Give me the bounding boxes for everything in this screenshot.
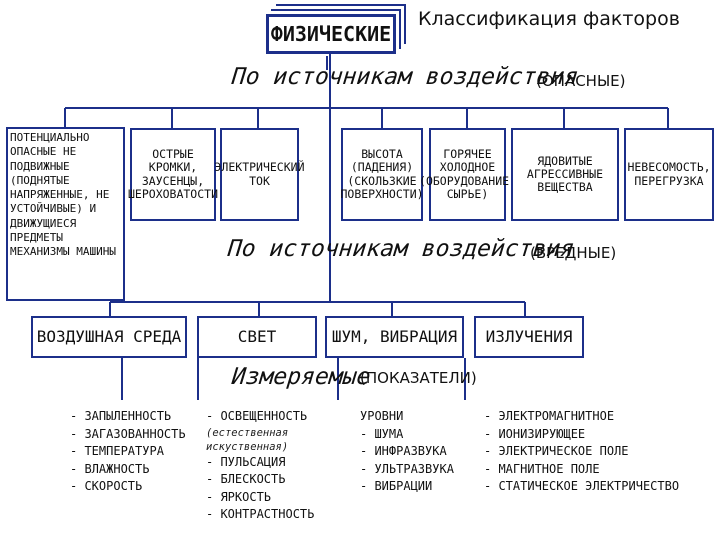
harmful-box-radiation: ИЗЛУЧЕНИЯ bbox=[474, 316, 584, 358]
page-title: Классификация факторов bbox=[418, 8, 680, 30]
dangerous-box-weightlessness: НЕВЕСОМОСТЬ, ПЕРЕГРУЗКА bbox=[624, 128, 714, 221]
list-item: - ИОНИЗИРУЮЩЕЕ bbox=[484, 426, 586, 441]
dangerous-box-moving-objects: ПОТЕНЦИАЛЬНО ОПАСНЫЕ НЕ ПОДВИЖНЫЕ (ПОДНЯ… bbox=[6, 127, 125, 301]
list-item: - СТАТИЧЕСКОЕ ЭЛЕКТРИЧЕСТВО bbox=[484, 479, 680, 493]
list-item: - БЛЕСКОСТЬ bbox=[206, 472, 286, 486]
harmful-box-air: ВОЗДУШНАЯ СРЕДА bbox=[31, 316, 187, 358]
heading-measured-tag: (ПОКАЗАТЕЛИ) bbox=[360, 369, 477, 387]
harmful-box-light: СВЕТ bbox=[197, 316, 317, 358]
harmful-box-noise: ШУМ, ВИБРАЦИЯ bbox=[325, 316, 464, 358]
list-item: - ВЛАЖНОСТЬ bbox=[70, 461, 150, 476]
dangerous-box-electric-current: ЭЛЕКТРИЧЕСКИЙ ТОК bbox=[215, 128, 305, 221]
list-item: - ТЕМПЕРАТУРА bbox=[70, 444, 164, 458]
list-item: - ЯРКОСТЬ bbox=[206, 489, 272, 504]
list-noise-indicators: УРОВНИ - ШУМА - ИНФРАЗВУКА - УЛЬТРАЗВУКА… bbox=[360, 408, 454, 496]
heading-harmful: По источникам воздействия bbox=[226, 236, 576, 262]
list-item: УРОВНИ bbox=[360, 409, 404, 423]
list-item: - ИНФРАЗВУКА bbox=[360, 444, 447, 458]
dangerous-box-sharp-edges: ОСТРЫЕ КРОМКИ, ЗАУСЕНЦЫ, ШЕРОХОВАТОСТИ bbox=[128, 128, 218, 221]
heading-measured: Измеряемые bbox=[230, 364, 372, 390]
list-item: - МАГНИТНОЕ ПОЛЕ bbox=[484, 461, 600, 476]
dangerous-box-hot-cold: ГОРЯЧЕЕ ХОЛОДНОЕ (ОБОРУДОВАНИЕ, СЫРЬЕ) bbox=[419, 128, 516, 221]
list-air-indicators: - ЗАПЫЛЕННОСТЬ - ЗАГАЗОВАННОСТЬ - ТЕМПЕР… bbox=[70, 408, 186, 496]
list-item: - КОНТРАСТНОСТЬ bbox=[206, 507, 315, 521]
list-item: - ЗАПЫЛЕННОСТЬ bbox=[70, 409, 172, 423]
list-item: - УЛЬТРАЗВУКА bbox=[360, 461, 454, 476]
list-light-indicators: - ОСВЕЩЕННОСТЬ (естественная искуственна… bbox=[206, 408, 314, 524]
list-item: - СКОРОСТЬ bbox=[70, 479, 143, 493]
list-item: - ВИБРАЦИИ bbox=[360, 479, 433, 493]
list-item: - ЭЛЕКТРОМАГНИТНОЕ bbox=[484, 409, 615, 423]
heading-dangerous: По источникам воздействия bbox=[230, 64, 580, 90]
list-item: - ЭЛЕКТРИЧЕСКОЕ ПОЛЕ bbox=[484, 444, 629, 458]
dangerous-box-height: ВЫСОТА (ПАДЕНИЯ) (СКОЛЬЗКИЕ ПОВЕРХНОСТИ) bbox=[340, 128, 424, 221]
root-label: ФИЗИЧЕСКИЕ bbox=[270, 22, 392, 46]
heading-dangerous-tag: (ОПАСНЫЕ) bbox=[536, 72, 626, 90]
list-item: - ЗАГАЗОВАННОСТЬ bbox=[70, 426, 186, 441]
list-note: искуственная) bbox=[206, 440, 289, 453]
root-box-physical: ФИЗИЧЕСКИЕ bbox=[266, 14, 396, 54]
list-item: - ОСВЕЩЕННОСТЬ bbox=[206, 409, 308, 423]
heading-harmful-tag: (ВРЕДНЫЕ) bbox=[530, 244, 617, 262]
dangerous-box-toxic: ЯДОВИТЫЕ АГРЕССИВНЫЕ ВЕЩЕСТВА bbox=[511, 128, 619, 221]
list-radiation-indicators: - ЭЛЕКТРОМАГНИТНОЕ - ИОНИЗИРУЮЩЕЕ - ЭЛЕК… bbox=[484, 408, 679, 496]
list-item: - ПУЛЬСАЦИЯ bbox=[206, 454, 286, 469]
list-note: (естественная bbox=[206, 426, 289, 439]
list-item: - ШУМА bbox=[360, 426, 404, 441]
